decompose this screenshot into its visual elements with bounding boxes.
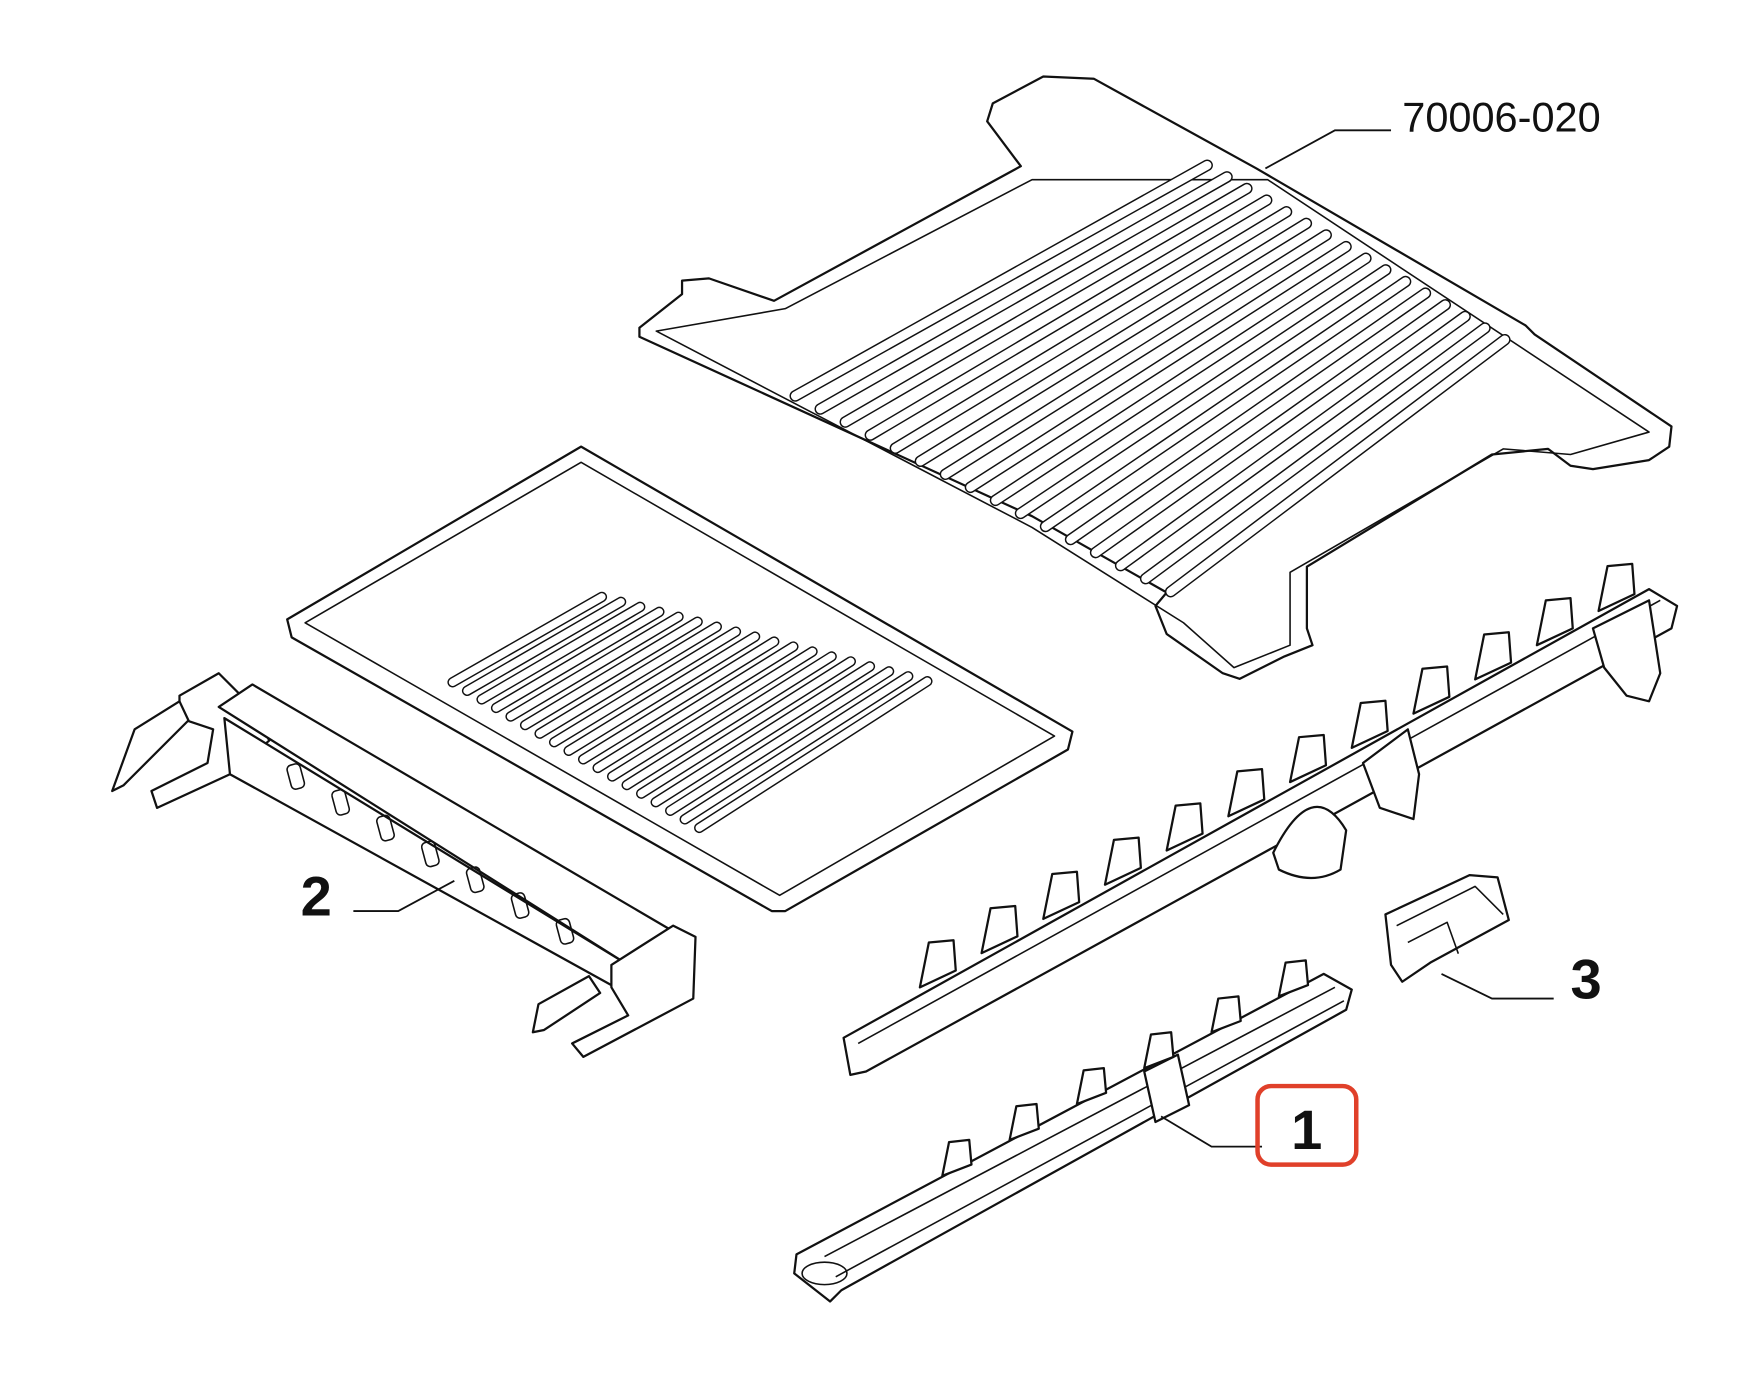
sill-rail-lower-edge <box>835 1000 1345 1278</box>
front-floor-rib <box>665 666 895 816</box>
rear-floor-rib <box>1039 275 1412 533</box>
sill-rail-body <box>793 972 1353 1303</box>
sill-rail-edge <box>824 986 1336 1258</box>
front-floor-rib <box>577 636 780 765</box>
sill-rail-gusset <box>941 1138 973 1177</box>
label-floor-panel-code[interactable]: 70006-020 <box>1402 93 1600 140</box>
rear-floor-inner-edge <box>655 178 1650 669</box>
front-floor-rib <box>476 601 646 705</box>
rear-floor-panel[interactable] <box>638 75 1673 680</box>
bracket-3-fold <box>1407 921 1460 954</box>
label-item-1[interactable]: 1 <box>1291 1098 1322 1161</box>
rear-floor-rib <box>939 229 1332 481</box>
rear-floor-rib <box>789 159 1213 402</box>
frame-rail-end-bracket <box>1591 599 1662 703</box>
rear-floor-rib <box>964 240 1352 494</box>
frame-rail-gusset <box>1474 631 1513 681</box>
front-floor-rib <box>592 641 799 774</box>
frame-rail-gusset <box>1535 596 1574 647</box>
front-floor-rib <box>505 611 684 722</box>
crossmember-right-bracket <box>570 924 697 1059</box>
frame-rail-gusset <box>980 904 1019 955</box>
sill-rail-end-hole <box>801 1261 848 1286</box>
crossmember-cutout <box>376 814 395 842</box>
highlight-box-item-1 <box>1255 1083 1359 1167</box>
front-floor-ribs <box>447 591 933 834</box>
rear-floor-rib <box>914 217 1313 467</box>
front-floor-rib <box>650 661 876 808</box>
bracket-3-body <box>1384 874 1510 983</box>
frame-rail-gusset <box>1288 733 1328 784</box>
front-floor-panel[interactable] <box>286 445 1074 913</box>
leader-line-item-3 <box>1441 973 1554 1000</box>
label-item-3[interactable]: 3 <box>1571 948 1602 1011</box>
crossmember-cutout <box>510 892 530 919</box>
frame-rail-gusset <box>1103 836 1142 886</box>
sill-rail-gusset <box>1075 1066 1108 1106</box>
crossmember-cutout <box>420 840 440 868</box>
rear-floor-rib <box>889 206 1293 454</box>
leader-line-item-2 <box>353 879 455 912</box>
rear-floor-outline <box>638 75 1673 680</box>
rear-floor-rib <box>864 194 1273 441</box>
rear-floor-rib <box>1114 310 1471 572</box>
front-floor-rib <box>636 656 856 799</box>
rear-floor-ribs <box>789 159 1511 598</box>
front-floor-rib <box>679 671 914 825</box>
rear-floor-rib <box>989 252 1372 507</box>
side-frame-rail[interactable] <box>842 562 1679 1076</box>
front-floor-rib <box>694 676 933 834</box>
rear-floor-rib <box>814 171 1233 415</box>
crossmember-cutout <box>331 788 351 816</box>
frame-rail-edge <box>857 599 1661 1045</box>
bracket-3-edge <box>1396 885 1504 927</box>
rear-floor-rib <box>1064 287 1432 546</box>
frame-rail-wheel-arch <box>1272 805 1348 879</box>
frame-rail-gusset <box>1597 562 1636 613</box>
rear-floor-rib <box>1014 264 1392 520</box>
crossmember-left-flap <box>111 700 190 793</box>
leader-line-item-1 <box>1160 1115 1263 1148</box>
front-floor-rib <box>534 621 722 739</box>
crossmember-part-2[interactable] <box>111 672 697 1059</box>
crossmember-cutout <box>555 917 575 945</box>
frame-rail-gusset <box>1227 768 1266 818</box>
sill-rail-gusset <box>1143 1031 1175 1070</box>
sill-rail-gusset <box>1008 1102 1040 1142</box>
front-floor-rib <box>461 596 627 697</box>
crossmember-cutout <box>286 763 306 790</box>
front-floor-rib <box>548 626 742 748</box>
crossmember-holes <box>286 763 575 945</box>
frame-rail-gusset <box>918 939 957 989</box>
crossmember-right-flap <box>531 975 602 1034</box>
frame-rail-gusset <box>1042 870 1081 921</box>
front-floor-rib <box>447 591 608 688</box>
bracket-part-3[interactable] <box>1384 874 1510 983</box>
frame-rail-gussets <box>918 562 1636 989</box>
front-floor-rib <box>563 631 761 756</box>
frame-rail-mount <box>1361 728 1421 821</box>
front-floor-rib <box>519 616 703 731</box>
crossmember-cutout <box>465 866 485 894</box>
leader-line-floor-code <box>1264 129 1392 170</box>
frame-rail-gusset <box>1412 665 1451 715</box>
sill-rail-gusset <box>1210 995 1242 1034</box>
sill-rail-gussets <box>941 959 1310 1177</box>
rear-floor-rib <box>1164 333 1511 598</box>
front-floor-inner-edge <box>304 461 1056 897</box>
front-floor-rib <box>621 651 837 791</box>
frame-rail-body <box>842 587 1679 1076</box>
rear-floor-rib <box>1139 322 1491 585</box>
rear-floor-rib <box>1089 299 1452 559</box>
front-floor-rib <box>606 646 818 782</box>
frame-rail-gusset <box>1350 699 1389 749</box>
front-floor-rib <box>490 606 665 714</box>
sill-rail-gusset <box>1277 959 1310 998</box>
sill-rail-part-1[interactable] <box>793 959 1353 1303</box>
rear-floor-rib <box>839 182 1253 428</box>
label-item-2[interactable]: 2 <box>301 865 332 928</box>
frame-rail-gusset <box>1165 802 1204 852</box>
